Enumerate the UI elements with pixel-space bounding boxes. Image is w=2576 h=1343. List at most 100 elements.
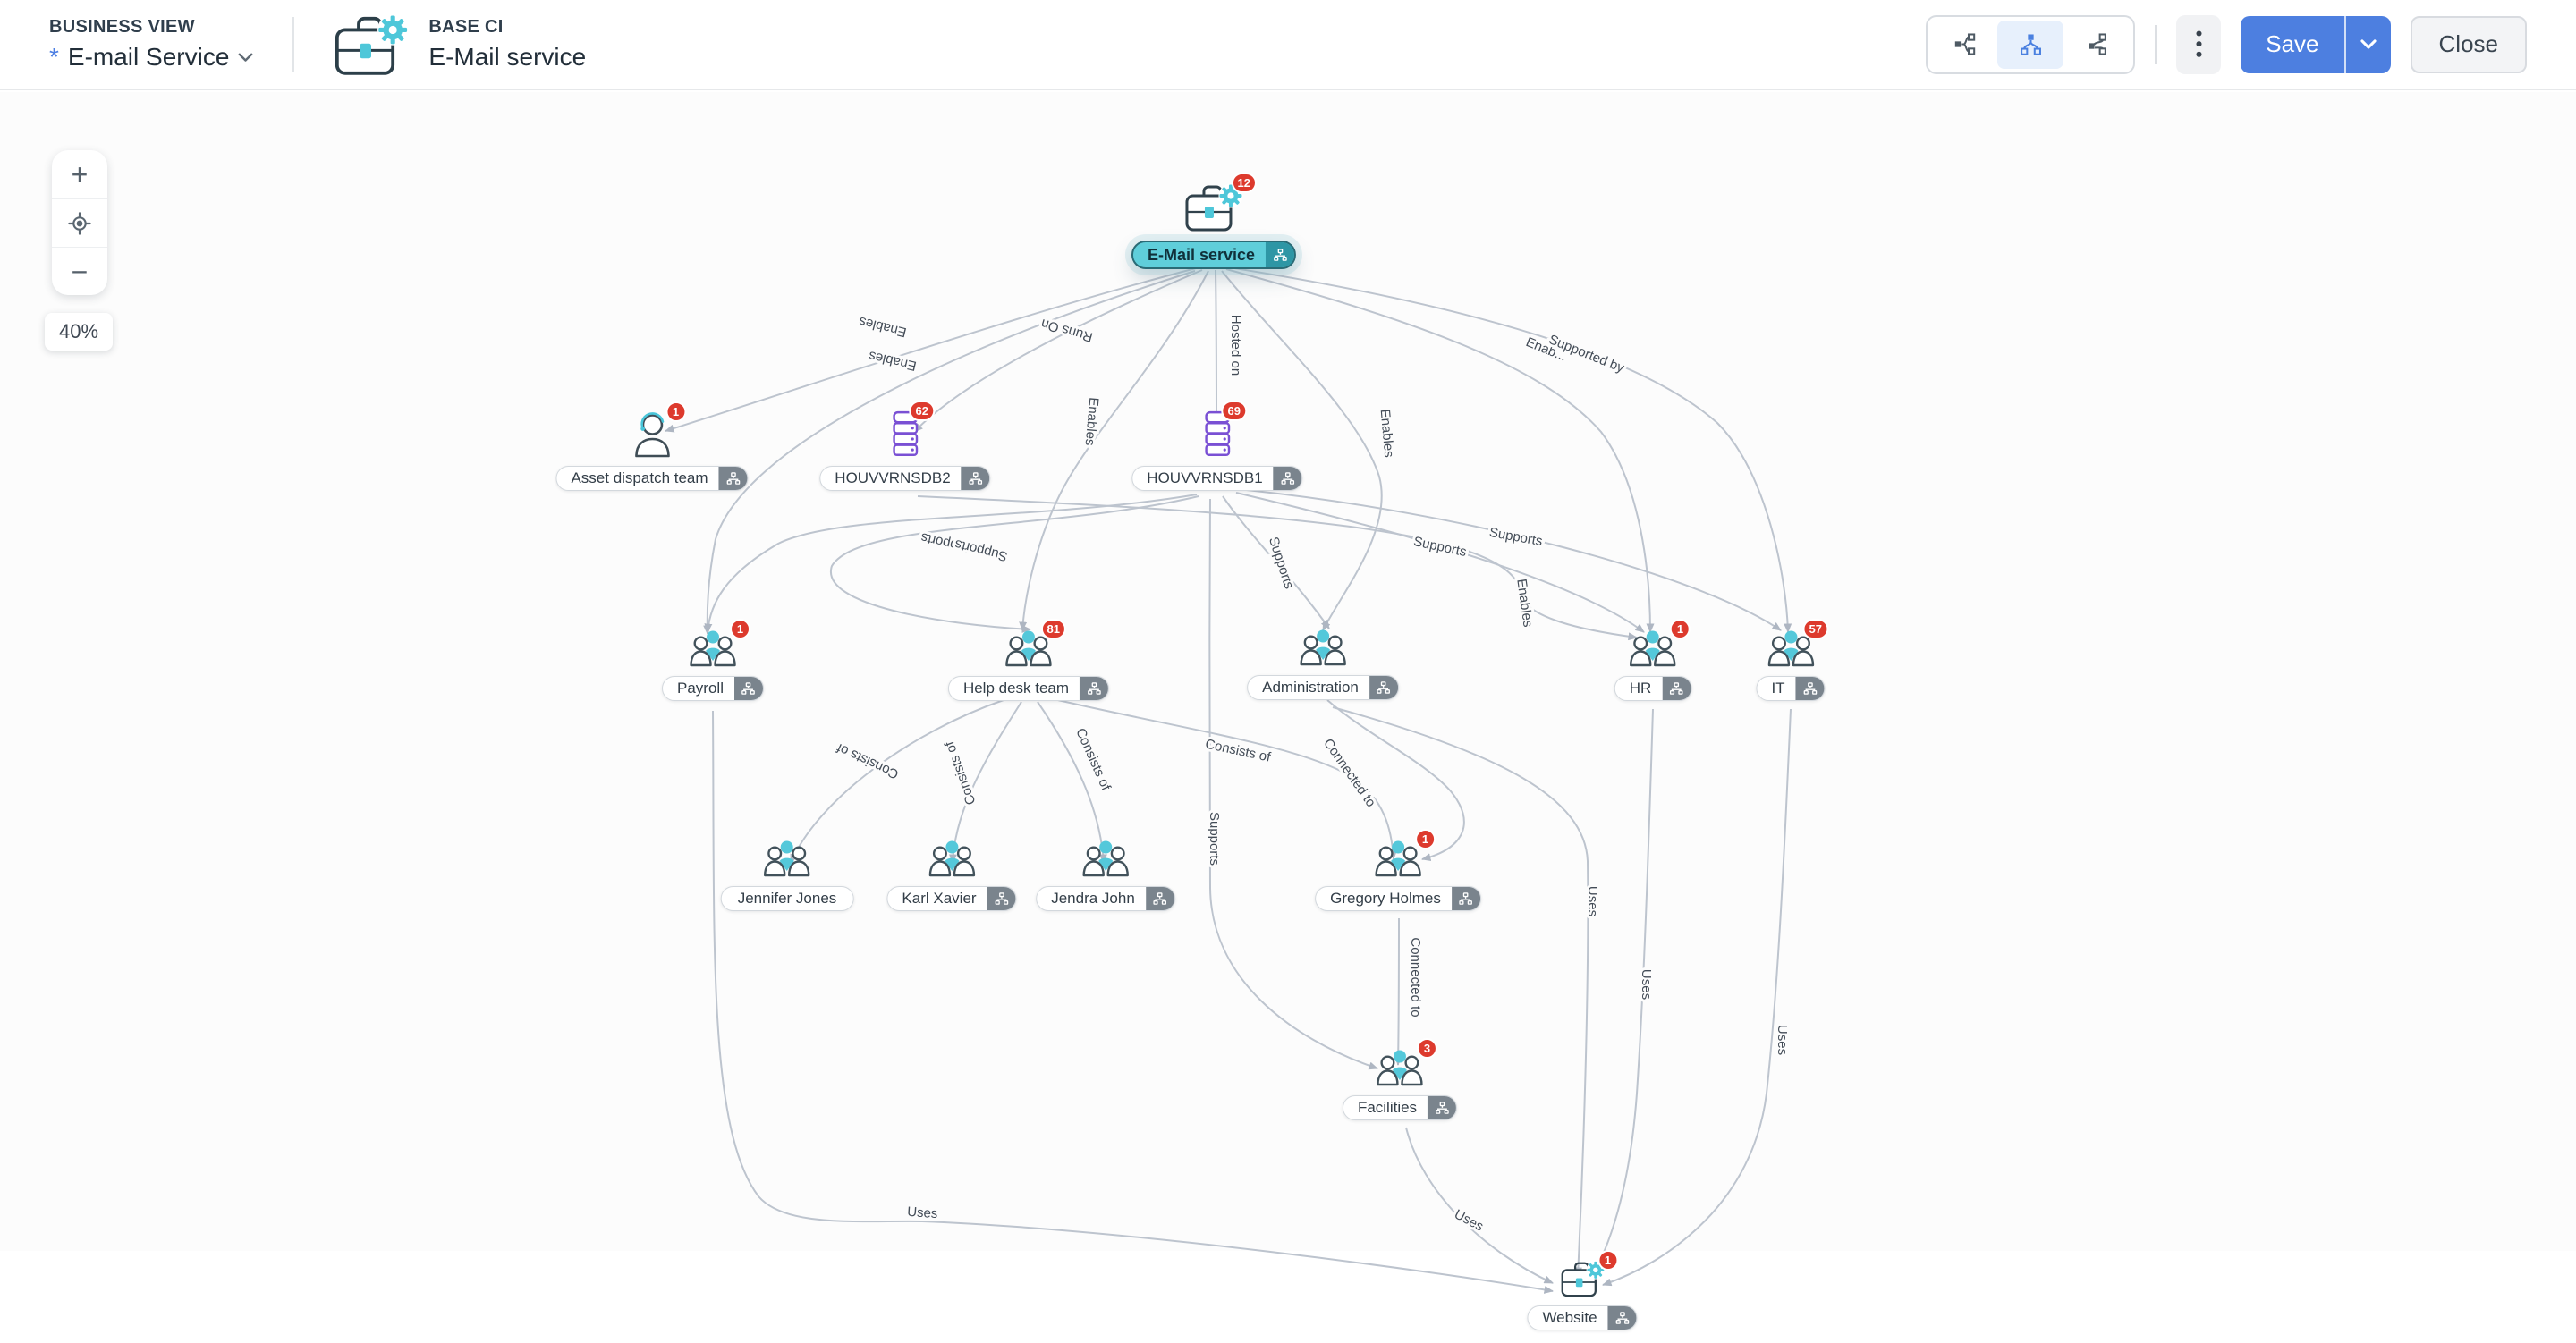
center-view-crosshair-icon <box>67 211 92 236</box>
relationship-edge <box>1236 493 1644 632</box>
node-label-pill: Karl Xavier <box>886 886 1016 911</box>
relationship-edge <box>1222 271 1382 630</box>
layout-network-button[interactable] <box>2063 21 2130 69</box>
node-count-badge: 62 <box>910 401 935 421</box>
expand-hierarchy-button[interactable] <box>1662 677 1690 700</box>
graph-node-karl-xavier[interactable]: Karl Xavier <box>886 886 1016 911</box>
group-people-icon <box>763 839 811 878</box>
person-headset-icon <box>631 411 673 458</box>
center-view-button[interactable] <box>52 198 107 247</box>
relationship-edge <box>1398 918 1399 1065</box>
top-header-bar: BUSINESS VIEW * E-mail Service <box>0 0 2576 90</box>
node-icon-wrap <box>1299 628 1347 672</box>
expand-hierarchy-button[interactable] <box>987 887 1016 910</box>
node-count-badge: 12 <box>1232 173 1257 193</box>
toolbar-divider <box>2155 25 2157 64</box>
graph-node-administration[interactable]: Administration <box>1247 675 1399 700</box>
edge-label: Hosted on <box>1228 315 1243 376</box>
expand-hierarchy-button[interactable] <box>1080 677 1108 700</box>
edge-label: Enables <box>1377 409 1397 458</box>
expand-hierarchy-button[interactable] <box>734 677 763 700</box>
expand-hierarchy-button[interactable] <box>1274 467 1302 490</box>
close-button[interactable]: Close <box>2411 16 2527 73</box>
node-icon-wrap: 81 <box>1004 629 1053 672</box>
expand-hierarchy-button[interactable] <box>719 467 748 490</box>
more-options-button[interactable] <box>2176 15 2221 74</box>
expand-hierarchy-button[interactable] <box>962 467 990 490</box>
expand-hierarchy-icon <box>1803 682 1817 695</box>
node-label: Asset dispatch team <box>556 467 718 490</box>
expand-hierarchy-button[interactable] <box>1266 242 1294 267</box>
view-selector[interactable]: * E-mail Service <box>49 43 253 72</box>
edge-label: Uses <box>1775 1025 1790 1055</box>
node-label: Website <box>1528 1306 1607 1330</box>
relationship-edge <box>1406 1128 1553 1283</box>
save-button[interactable]: Save <box>2241 16 2343 73</box>
node-count-badge: 1 <box>730 619 750 639</box>
relationship-edge <box>831 496 1199 629</box>
expand-hierarchy-button[interactable] <box>1452 887 1480 910</box>
save-options-button[interactable] <box>2346 16 2391 73</box>
relationship-edge <box>1229 267 1788 632</box>
expand-hierarchy-button[interactable] <box>1369 676 1398 699</box>
expand-hierarchy-icon <box>741 682 755 695</box>
node-label-pill: Gregory Holmes <box>1315 886 1481 911</box>
node-count-badge: 69 <box>1222 401 1247 421</box>
node-icon-wrap <box>928 839 976 883</box>
expand-hierarchy-button[interactable] <box>1146 887 1174 910</box>
layout-vertical-tree-button[interactable] <box>1997 21 2063 69</box>
layout-vertical-tree-icon <box>2019 32 2043 56</box>
node-label-pill: Asset dispatch team <box>555 466 748 491</box>
node-label: HOUVVRNSDB1 <box>1132 467 1273 490</box>
node-label: Jendra John <box>1037 887 1146 910</box>
relationship-edge <box>708 494 1197 632</box>
node-label-pill: E-Mail service <box>1131 241 1296 269</box>
graph-node-jendra-john[interactable]: Jendra John <box>1036 886 1175 911</box>
service-briefcase-icon <box>1560 1260 1605 1297</box>
group-people-icon <box>928 839 976 878</box>
node-icon-wrap <box>763 839 811 883</box>
node-count-badge: 1 <box>1415 829 1436 849</box>
save-split-button: Save <box>2241 16 2390 73</box>
node-label: Gregory Holmes <box>1316 887 1452 910</box>
relationship-edge <box>1238 489 1781 630</box>
edge-label: Consists of <box>834 739 901 781</box>
graph-node-jennifer-jones[interactable]: Jennifer Jones <box>721 886 854 911</box>
node-label: Jennifer Jones <box>722 887 853 910</box>
node-label: Facilities <box>1343 1096 1428 1119</box>
zoom-out-button[interactable]: − <box>52 247 107 295</box>
edge-label: Supports <box>953 536 1009 564</box>
business-view-label: BUSINESS VIEW <box>49 17 253 38</box>
node-count-badge: 1 <box>1670 619 1690 639</box>
node-icon-wrap: 1 <box>1560 1260 1605 1302</box>
edge-label: Uses <box>907 1204 938 1221</box>
zoom-in-button[interactable]: + <box>52 150 107 198</box>
node-label-pill: HOUVVRNSDB2 <box>819 466 990 491</box>
layout-horizontal-tree-button[interactable] <box>1931 21 1997 69</box>
relationship-edge <box>1603 709 1791 1285</box>
node-label: HOUVVRNSDB2 <box>820 467 961 490</box>
expand-hierarchy-icon <box>1274 249 1287 261</box>
layout-network-icon <box>2085 32 2109 56</box>
group-people-icon <box>1299 628 1347 667</box>
node-label-pill: Payroll <box>662 676 764 701</box>
expand-hierarchy-button[interactable] <box>1796 677 1825 700</box>
edge-label: Uses <box>1585 886 1600 916</box>
node-label-pill: Jennifer Jones <box>721 886 854 911</box>
relationship-edge <box>708 271 1195 634</box>
expand-hierarchy-button[interactable] <box>1428 1096 1456 1119</box>
expand-hierarchy-button[interactable] <box>1608 1306 1637 1330</box>
expand-hierarchy-icon <box>969 472 982 485</box>
